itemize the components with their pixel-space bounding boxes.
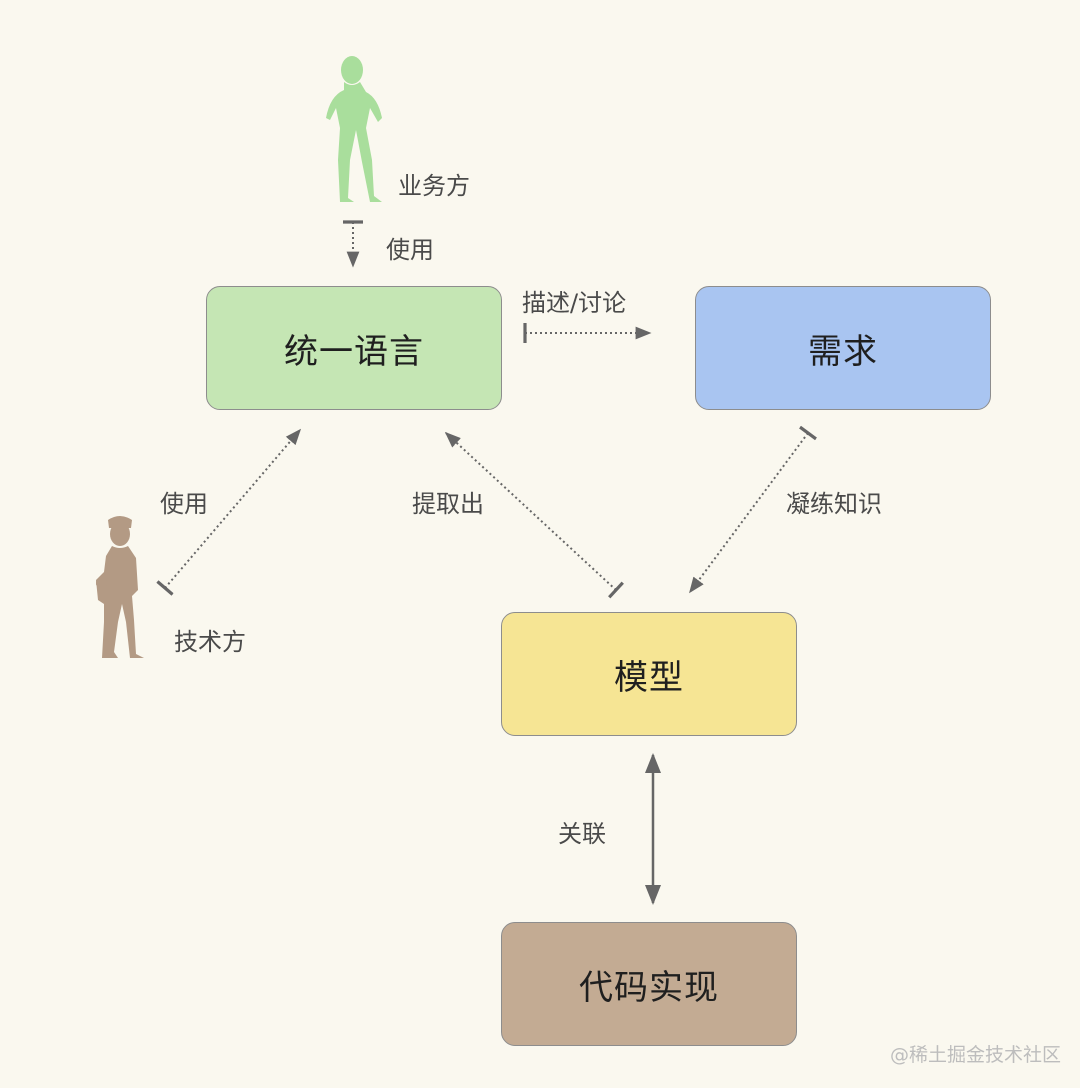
associate-label: 关联 — [558, 820, 606, 848]
tech-use-label: 使用 — [160, 490, 208, 518]
unified-language-box: 统一语言 — [206, 286, 502, 410]
code-implementation-label: 代码实现 — [579, 967, 719, 1008]
watermark: @稀土掘金技术社区 — [890, 1044, 1062, 1066]
business-actor-label: 业务方 — [398, 172, 470, 200]
requirement-box: 需求 — [695, 286, 991, 410]
extract-label: 提取出 — [412, 490, 484, 518]
tech-person-icon — [96, 516, 144, 658]
describe-discuss-label: 描述/讨论 — [522, 289, 627, 317]
unified-language-label: 统一语言 — [284, 331, 424, 372]
refine-knowledge-label: 凝练知识 — [786, 490, 882, 518]
model-box: 模型 — [501, 612, 797, 736]
requirement-label: 需求 — [808, 331, 878, 372]
edge-refine — [689, 425, 817, 594]
code-implementation-box: 代码实现 — [501, 922, 797, 1046]
business-use-label: 使用 — [386, 236, 434, 264]
business-person-icon — [326, 56, 382, 202]
model-label: 模型 — [614, 657, 684, 698]
edge-extract — [444, 431, 624, 599]
tech-actor-label: 技术方 — [174, 628, 246, 656]
